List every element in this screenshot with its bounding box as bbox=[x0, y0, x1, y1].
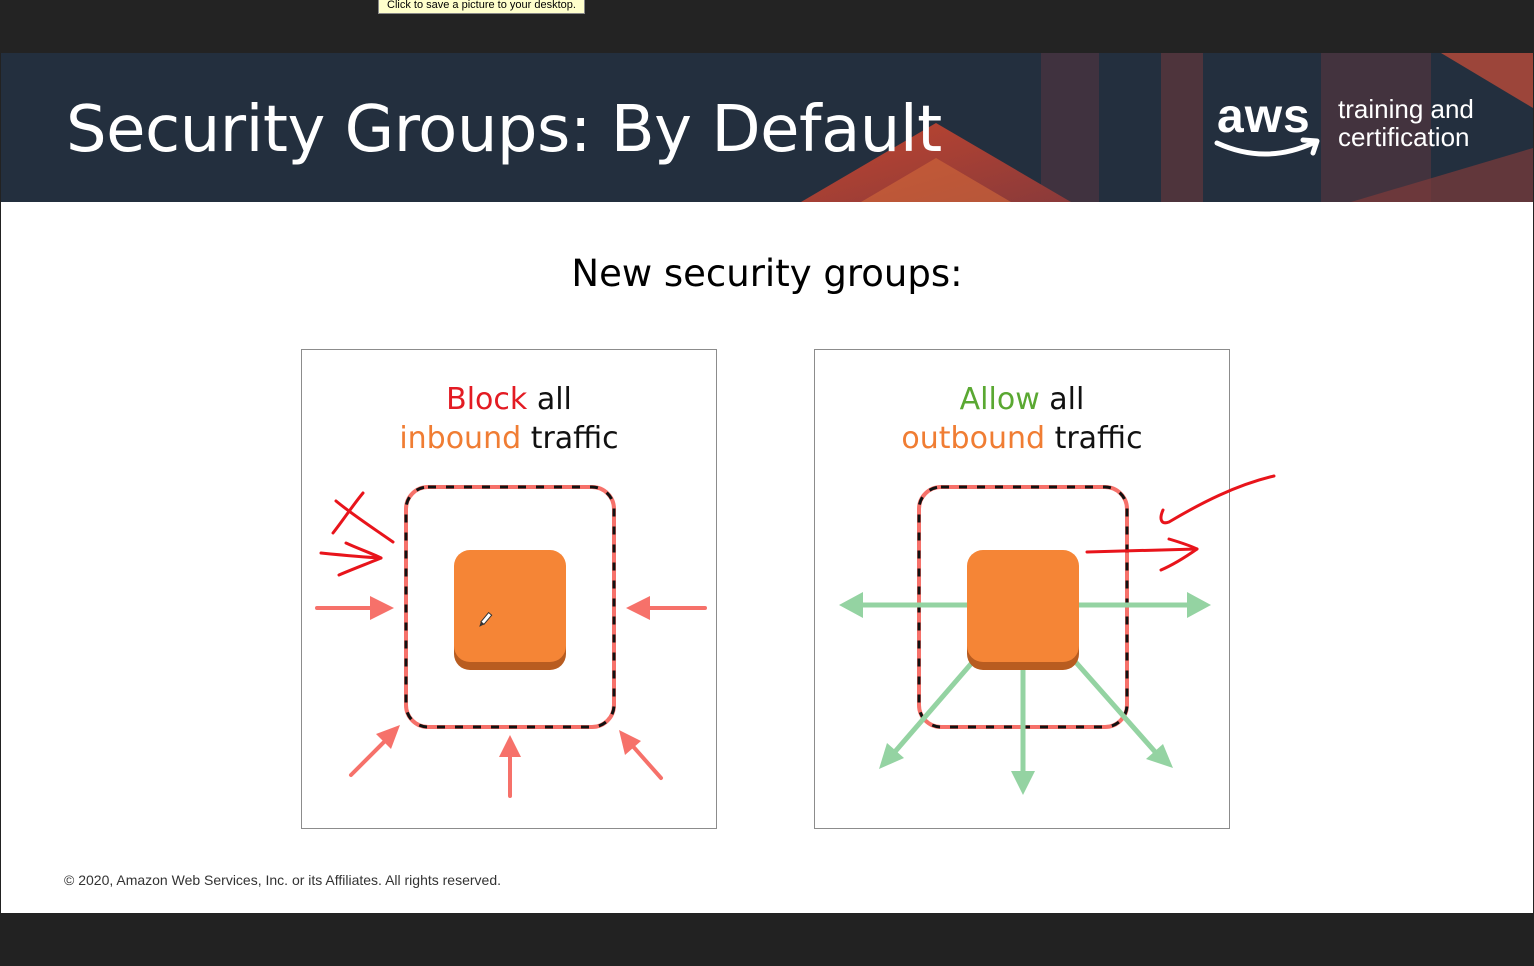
inbound-panel: Block all inbound traffic bbox=[301, 349, 717, 829]
ec2-instance-icon bbox=[454, 550, 566, 670]
inbound-caption: Block all inbound traffic bbox=[302, 380, 716, 458]
arrow-head-icon bbox=[879, 743, 904, 769]
all-word: all bbox=[1049, 382, 1085, 417]
arrow-icon bbox=[1062, 647, 1160, 757]
aws-wordmark: aws bbox=[1217, 90, 1311, 143]
outbound-arrows bbox=[839, 592, 1211, 795]
inbound-word: inbound bbox=[399, 421, 522, 456]
arrow-head-icon bbox=[1146, 744, 1173, 768]
logo-line-1: training and bbox=[1338, 94, 1474, 124]
caption-line-1: Allow all bbox=[815, 380, 1229, 419]
pen-cursor-icon bbox=[479, 611, 493, 627]
header-decoration bbox=[801, 53, 1533, 202]
save-picture-tooltip: Click to save a picture to your desktop. bbox=[378, 0, 585, 14]
arrow-head-icon bbox=[376, 725, 400, 749]
viewer-top-bar bbox=[0, 0, 1534, 53]
allow-word: Allow bbox=[959, 382, 1040, 417]
logo-line-2: certification bbox=[1338, 122, 1470, 152]
slide-title: Security Groups: By Default bbox=[66, 93, 942, 167]
slide-subtitle: New security groups: bbox=[571, 252, 963, 295]
arrow-head-icon bbox=[839, 592, 863, 618]
arrow-head-icon bbox=[1187, 592, 1211, 618]
arrow-head-icon bbox=[499, 735, 521, 757]
block-word: Block bbox=[446, 382, 528, 417]
arrow-head-icon bbox=[370, 596, 394, 620]
outbound-diagram bbox=[839, 485, 1211, 795]
arrow-head-icon bbox=[626, 596, 650, 620]
all-word: all bbox=[536, 382, 572, 417]
arrow-icon bbox=[628, 741, 663, 780]
outbound-word: outbound bbox=[901, 421, 1046, 456]
outbound-caption: Allow all outbound traffic bbox=[815, 380, 1229, 458]
ec2-instance-icon bbox=[967, 550, 1079, 670]
caption-line-2: inbound traffic bbox=[302, 419, 716, 458]
traffic-word: traffic bbox=[1054, 421, 1143, 456]
traffic-word: traffic bbox=[530, 421, 619, 456]
copyright-footer: © 2020, Amazon Web Services, Inc. or its… bbox=[64, 872, 501, 888]
caption-line-2: outbound traffic bbox=[815, 419, 1229, 458]
slide: Security Groups: By Default aws training… bbox=[1, 53, 1533, 913]
outbound-panel: Allow all outbound traffic bbox=[814, 349, 1230, 829]
aws-smile-icon bbox=[1214, 137, 1320, 157]
viewer-bottom-bar bbox=[0, 913, 1534, 966]
security-group-boundary-icon bbox=[404, 485, 616, 729]
slide-header: Security Groups: By Default aws training… bbox=[1, 53, 1533, 202]
arrow-head-icon bbox=[619, 730, 641, 755]
arrow-head-icon bbox=[1011, 771, 1035, 795]
aws-logo: aws bbox=[1213, 90, 1323, 165]
inbound-diagram bbox=[315, 485, 707, 798]
inbound-arrows bbox=[315, 596, 707, 798]
caption-line-1: Block all bbox=[302, 380, 716, 419]
arrow-icon bbox=[890, 647, 986, 757]
arrow-icon bbox=[349, 734, 392, 777]
logo-text: training and certification bbox=[1338, 95, 1474, 151]
